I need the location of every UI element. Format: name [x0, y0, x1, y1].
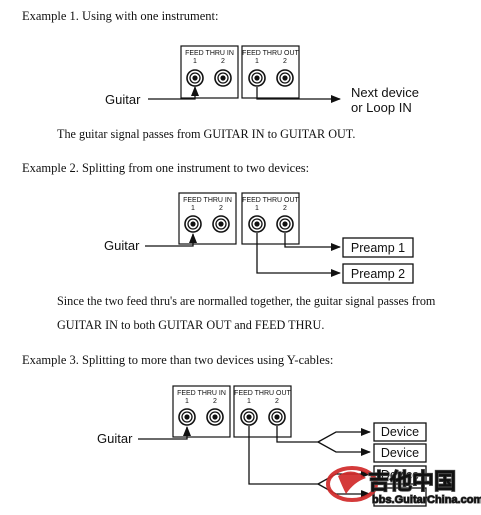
jack-number-1: 1 [247, 398, 251, 405]
example-1-heading: Example 1. Using with one instrument: [22, 9, 219, 23]
feed-thru-out-label: FEED THRU OUT [234, 390, 291, 397]
guitar-cable [138, 426, 191, 440]
guitar-label: Guitar [104, 238, 140, 253]
preamp-1-cable [284, 233, 341, 251]
guitarchina-watermark: 吉他中国 bbs.GuitarChina.com [326, 466, 481, 507]
preamp-1-box: Preamp 1 [342, 237, 414, 258]
guitar-cable [148, 86, 199, 100]
loop-in-label: or Loop IN [351, 100, 412, 115]
example-3-diagram: FEED THRU IN 1 2 FEED THRU OUT 1 2 Guita… [97, 385, 427, 507]
jack-number-2: 2 [283, 205, 287, 212]
device-label: Device [381, 468, 419, 482]
y-cable-1-branch-a [317, 428, 371, 443]
feed-out-jack-2 [276, 69, 294, 87]
guitar-cable [145, 233, 197, 247]
y-cable-2-stem [248, 426, 318, 485]
preamp-2-label: Preamp 2 [351, 267, 405, 281]
guitarchina-logo-icon [326, 466, 378, 502]
feed-thru-in-panel: FEED THRU IN 1 2 [178, 192, 237, 245]
feed-thru-in-panel: FEED THRU IN 1 2 [172, 385, 231, 438]
jack-number-2: 2 [275, 398, 279, 405]
feed-thru-in-label: FEED THRU IN [177, 390, 226, 397]
guitar-label: Guitar [105, 92, 141, 107]
preamp-2-box: Preamp 2 [342, 263, 414, 284]
feed-thru-out-panel: FEED THRU OUT 1 2 [241, 45, 300, 99]
jack-number-1: 1 [193, 58, 197, 65]
example-2-caption-line2: GUITAR IN to both GUITAR OUT and FEED TH… [57, 318, 325, 332]
feed-out-jack-2 [276, 215, 294, 233]
feed-in-jack-2 [212, 215, 230, 233]
example-1-caption: The guitar signal passes from GUITAR IN … [57, 127, 356, 141]
example-2-caption-line1: Since the two feed thru's are normalled … [57, 294, 436, 308]
y-cable-1-branch-b [317, 441, 371, 456]
y-cable-1-stem [276, 426, 318, 443]
example-1-diagram: FEED THRU IN 1 2 FEED THRU OUT 1 2 Guita… [105, 45, 419, 115]
jack-number-1: 1 [255, 58, 259, 65]
device-box-4-partial [373, 487, 427, 507]
feed-in-jack-1 [186, 69, 204, 87]
feed-in-jack-2 [206, 408, 224, 426]
feed-thru-out-panel: FEED THRU OUT 1 2 [233, 385, 292, 438]
feed-out-jack-1 [248, 215, 266, 233]
feed-thru-out-label: FEED THRU OUT [242, 197, 299, 204]
feed-out-jack-1 [240, 408, 258, 426]
feed-thru-in-panel: FEED THRU IN 1 2 [180, 45, 239, 99]
device-label: Device [381, 446, 419, 460]
jack-number-1: 1 [191, 205, 195, 212]
feed-out-jack-2 [268, 408, 286, 426]
jack-number-2: 2 [221, 58, 225, 65]
feed-out-jack-1 [248, 69, 266, 87]
feed-thru-in-label: FEED THRU IN [183, 197, 232, 204]
device-box-1: Device [373, 422, 427, 442]
preamp-1-label: Preamp 1 [351, 241, 405, 255]
jack-number-1: 1 [255, 205, 259, 212]
feed-in-jack-1 [178, 408, 196, 426]
feed-thru-out-label: FEED THRU OUT [242, 50, 299, 57]
jack-number-1: 1 [185, 398, 189, 405]
feed-in-jack-1 [184, 215, 202, 233]
device-label: Device [381, 425, 419, 439]
output-cable [256, 87, 341, 103]
feed-thru-in-label: FEED THRU IN [185, 50, 234, 57]
example-2-diagram: FEED THRU IN 1 2 FEED THRU OUT 1 2 Guita… [104, 192, 414, 284]
feed-thru-out-panel: FEED THRU OUT 1 2 [241, 192, 300, 245]
jack-number-2: 2 [219, 205, 223, 212]
watermark-url: bbs.GuitarChina.com [372, 494, 481, 506]
watermark-logo-text: 吉他中国 [368, 469, 456, 494]
guitar-label: Guitar [97, 431, 133, 446]
example-3-heading: Example 3. Splitting to more than two de… [22, 353, 334, 367]
example-2-heading: Example 2. Splitting from one instrument… [22, 161, 310, 175]
next-device-label: Next device [351, 85, 419, 100]
device-box-2: Device [373, 443, 427, 463]
jack-number-2: 2 [213, 398, 217, 405]
jack-number-2: 2 [283, 58, 287, 65]
feed-in-jack-2 [214, 69, 232, 87]
preamp-2-cable [256, 233, 341, 277]
